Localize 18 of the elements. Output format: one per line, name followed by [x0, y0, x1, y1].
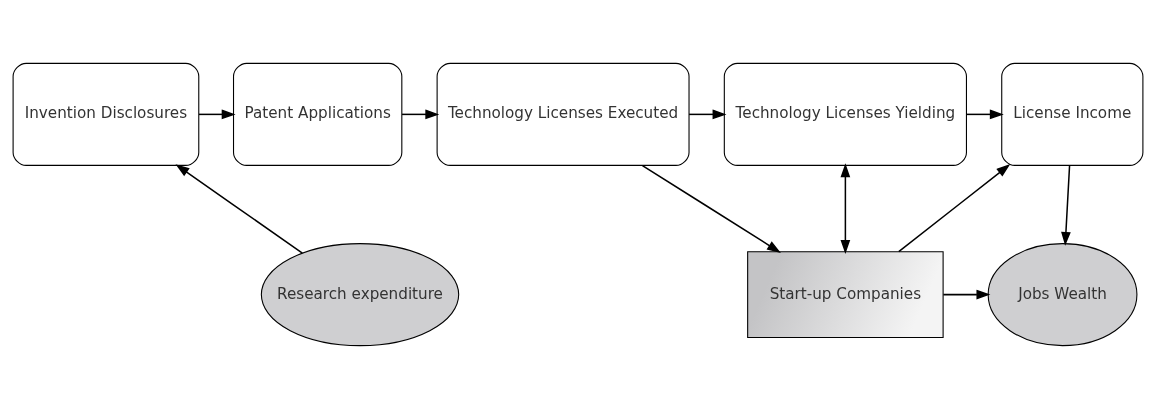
node-box: Start-up Companies — [747, 250, 944, 338]
node-box: Invention Disclosures — [12, 62, 200, 166]
arrow — [641, 164, 781, 253]
node-box: Technology Licenses Executed — [436, 62, 690, 166]
arrow — [942, 289, 991, 299]
node-box: License Income — [1001, 62, 1144, 166]
arrow — [401, 109, 440, 119]
arrow — [966, 109, 1004, 119]
arrow — [688, 109, 727, 119]
node-ellipse: Jobs Wealth — [987, 242, 1138, 346]
arrow — [1061, 164, 1071, 246]
arrow — [898, 163, 1011, 252]
arrow — [175, 163, 304, 254]
node-box: Technology Licenses Yielding — [723, 62, 967, 166]
arrow — [198, 109, 236, 119]
node-box: Patent Applications — [232, 62, 403, 166]
arrow — [840, 162, 851, 254]
node-ellipse: Research expenditure — [260, 242, 460, 346]
